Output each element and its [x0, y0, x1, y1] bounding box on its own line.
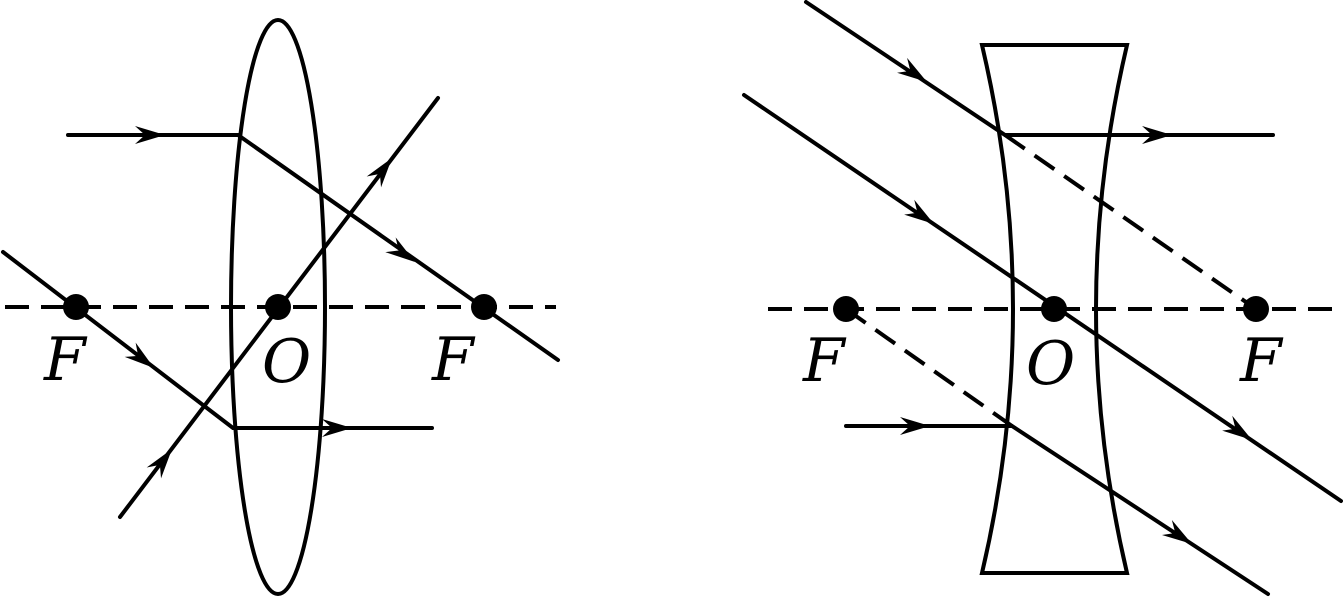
focus-label-left: F — [802, 326, 847, 396]
center-label: O — [262, 327, 311, 397]
focus-point-left — [63, 294, 89, 320]
virtual-extension-line — [1003, 133, 1258, 311]
center-label: O — [1026, 329, 1075, 399]
arrow-marker — [1161, 520, 1197, 552]
concave-lens-diagram: F O F — [742, 0, 1343, 596]
focus-label-right: F — [1239, 326, 1284, 396]
focus-point-right — [1243, 296, 1269, 322]
parallel-ray-to-focus — [66, 133, 560, 362]
arrow-marker — [904, 199, 940, 232]
optical-center-point — [1041, 296, 1067, 322]
focus-label-right: F — [431, 325, 476, 395]
optical-center-point — [265, 294, 291, 320]
convex-lens-diagram: F O F — [1, 18, 560, 596]
diverging-top-ray — [804, 0, 1275, 137]
virtual-extension-line — [844, 307, 1014, 428]
concave-lens — [979, 43, 1130, 575]
diverging-bottom-ray — [844, 424, 1270, 596]
focus-point-right — [471, 294, 497, 320]
convex-lens — [229, 18, 327, 596]
focus-point-left — [833, 296, 859, 322]
focus-label-left: F — [43, 325, 88, 395]
